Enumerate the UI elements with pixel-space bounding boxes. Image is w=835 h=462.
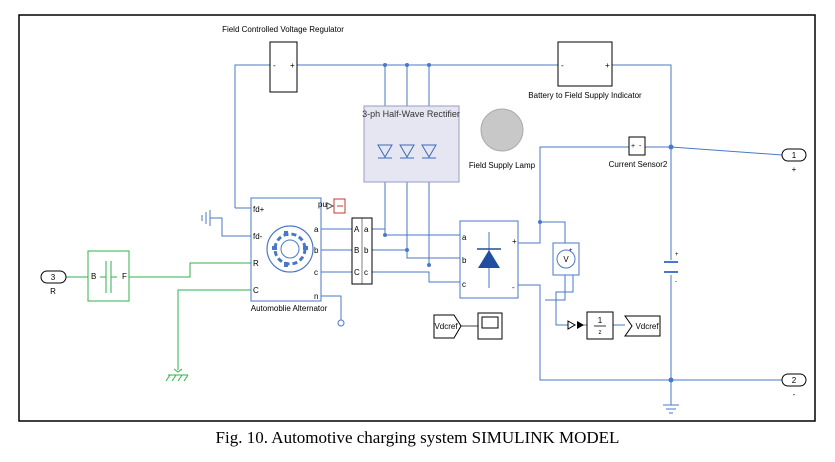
svg-text:z: z — [599, 330, 602, 336]
outport-1-sign: + — [792, 165, 797, 174]
svg-text:1: 1 — [792, 151, 797, 160]
svg-text:C: C — [354, 268, 360, 277]
electrical-wires — [210, 64, 783, 405]
outport-2[interactable]: 2 — [781, 373, 807, 387]
svg-text:a: a — [364, 225, 369, 234]
alternator-port-b: b — [314, 246, 319, 255]
figure-caption: Fig. 10. Automotive charging system SIMU… — [215, 428, 620, 447]
svg-text:3: 3 — [51, 273, 56, 282]
alternator-label: Automoblie Alternator — [251, 304, 328, 313]
phase-connector-block[interactable]: A B C a b c — [351, 217, 373, 285]
voltmeter-icon: V — [563, 255, 569, 264]
svg-text:c: c — [364, 268, 368, 277]
half-wave-rectifier-block[interactable]: 3-ph Half-Wave Rectifier — [362, 105, 460, 183]
voltage-regulator-block[interactable]: - + — [269, 41, 298, 93]
lamp-block[interactable] — [480, 108, 524, 152]
ground-icon-bus — [663, 404, 679, 414]
mechanical-source-block[interactable]: B F — [87, 250, 130, 302]
neutral-terminal-icon — [337, 319, 345, 327]
lamp-icon — [480, 108, 524, 152]
alternator-port-a: a — [314, 225, 319, 234]
sensor-plus-port: + — [631, 143, 635, 150]
svg-text:A: A — [354, 225, 360, 234]
alternator-port-c-out: c — [314, 268, 318, 277]
capacitor-block[interactable]: + - — [664, 252, 679, 285]
regulator-minus-port: - — [273, 61, 276, 70]
svg-text:b: b — [364, 246, 369, 255]
indicator-block[interactable]: - + — [557, 41, 613, 87]
indicator-label: Battery to Field Supply Indicator — [528, 91, 642, 100]
alternator-port-pu: pu — [318, 200, 327, 209]
voltage-regulator-label: Field Controlled Voltage Regulator — [222, 25, 344, 34]
ground-icon-field — [201, 210, 211, 226]
outport-2-sign: - — [793, 390, 796, 399]
current-sensor-block[interactable]: + - — [628, 136, 646, 156]
goto-vdcref-block[interactable]: 1 z Vdcref — [567, 311, 661, 340]
from-vdcref-block[interactable]: Vdcref — [433, 314, 478, 339]
outport-1[interactable]: 1 — [781, 148, 807, 162]
alternator-port-fd-plus: fd+ — [253, 205, 265, 214]
svg-text:+: + — [512, 237, 517, 246]
svg-text:2: 2 — [792, 376, 797, 385]
bridge-rectifier-block[interactable]: a b c + - — [459, 220, 519, 299]
svg-text:B: B — [354, 246, 359, 255]
svg-text:+: + — [675, 252, 679, 258]
svg-text:c: c — [462, 280, 466, 289]
alternator-block[interactable]: fd+ fd- R C a b c n pu — [250, 197, 327, 302]
scope-icon — [481, 316, 499, 329]
voltmeter-block[interactable]: V + — [552, 242, 580, 276]
indicator-minus-port: - — [561, 61, 564, 70]
svg-text:b: b — [462, 256, 467, 265]
wire-junctions — [383, 63, 674, 383]
bridge-diode-icon — [477, 232, 501, 288]
pu-terminator-icon — [326, 198, 346, 214]
alternator-port-n: n — [314, 292, 318, 301]
scope-block[interactable] — [477, 312, 503, 340]
regulator-plus-port: + — [290, 61, 295, 70]
alternator-port-fd-minus: fd- — [253, 232, 263, 241]
from-vdcref-label: Vdcref — [434, 322, 458, 331]
indicator-plus-port: + — [605, 61, 610, 70]
alternator-port-r: R — [253, 259, 259, 268]
inport-3-label: R — [50, 287, 56, 296]
sensor-minus-port: - — [639, 143, 642, 150]
diode-icons — [377, 144, 437, 159]
svg-text:B: B — [91, 272, 96, 281]
svg-text:-: - — [675, 279, 677, 285]
mechanical-wires — [66, 262, 251, 370]
machine-icon — [266, 225, 314, 273]
clutch-icon — [100, 261, 117, 293]
svg-text:+: + — [569, 248, 573, 254]
alternator-port-c: C — [253, 286, 259, 295]
svg-text:1: 1 — [598, 316, 603, 325]
inport-3[interactable]: 3 — [40, 270, 67, 284]
svg-text:-: - — [512, 283, 515, 292]
goto-vdcref-label: Vdcref — [635, 322, 659, 331]
lamp-label: Field Supply Lamp — [469, 161, 536, 170]
current-sensor-label: Current Sensor2 — [609, 160, 668, 169]
svg-text:F: F — [122, 272, 127, 281]
diagram-frame — [18, 14, 816, 422]
svg-text:a: a — [462, 233, 467, 242]
rectifier-label: 3-ph Half-Wave Rectifier — [362, 109, 460, 119]
mechanical-ground-icon — [165, 368, 189, 382]
